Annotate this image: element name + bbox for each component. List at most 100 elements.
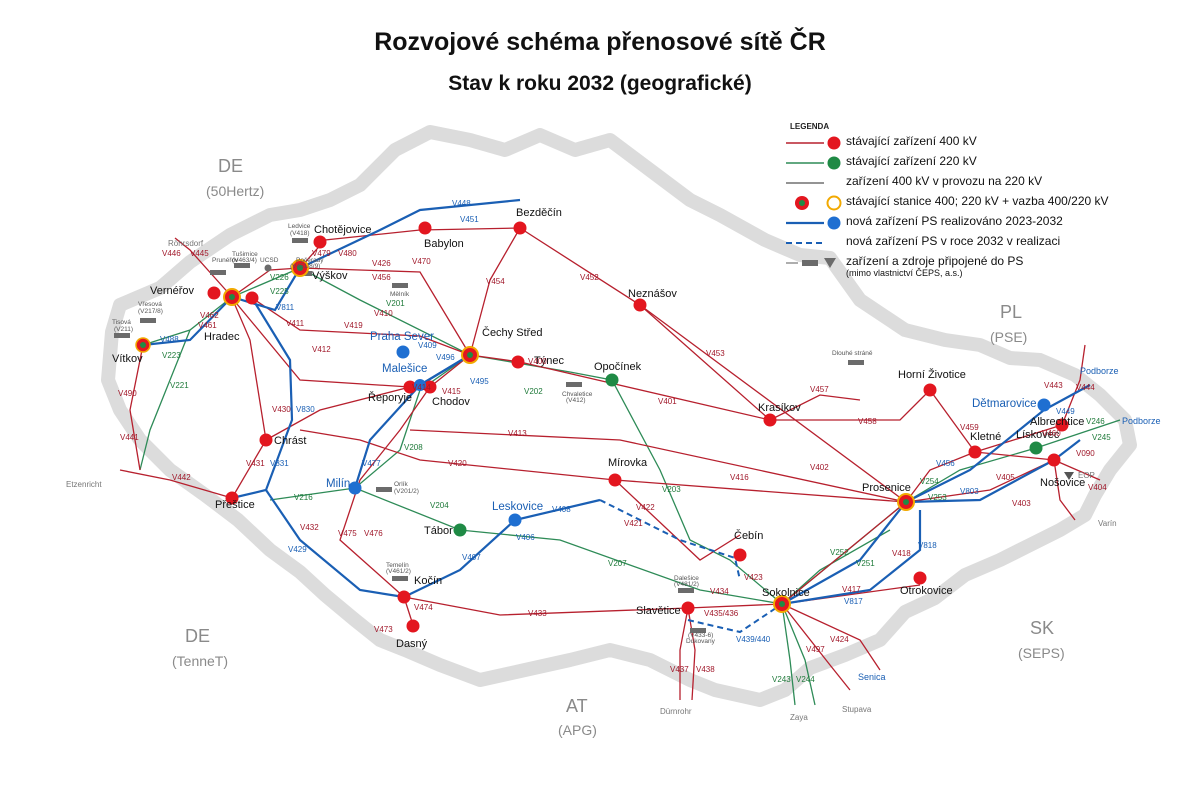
svg-text:Tisová: Tisová — [112, 319, 131, 326]
svg-text:Chrást: Chrást — [274, 435, 306, 447]
svg-text:V473: V473 — [374, 625, 393, 634]
svg-text:EOP: EOP — [1078, 471, 1095, 480]
svg-text:Orlík: Orlík — [394, 481, 408, 488]
legend-text-400kv: stávající zařízení 400 kV — [846, 134, 977, 148]
legend-item-new: nová zařízení PS realizováno 2023-2032 — [784, 214, 1144, 232]
plant-labels: Prunéřov Tušimice (V463/4) Ledvice (V418… — [112, 223, 873, 645]
svg-text:V474: V474 — [414, 603, 433, 612]
svg-text:Prosenice: Prosenice — [862, 482, 911, 494]
svg-text:V457: V457 — [810, 385, 829, 394]
stations-400kv — [207, 221, 1069, 633]
svg-text:V456: V456 — [936, 459, 955, 468]
svg-text:Dukovany: Dukovany — [686, 638, 716, 645]
svg-text:V424: V424 — [830, 635, 849, 644]
lines-in-realization — [599, 499, 783, 634]
legend-symbol-external — [786, 258, 836, 268]
svg-text:Opočínek: Opočínek — [594, 361, 642, 373]
svg-text:Dasný: Dasný — [396, 638, 428, 650]
svg-text:Milín: Milín — [326, 478, 350, 490]
legend-text-external: zařízení a zdroje připojené do PS — [846, 254, 1024, 268]
legend-item-400-on-220: zařízení 400 kV v provozu na 220 kV — [784, 174, 1144, 192]
svg-text:V409: V409 — [418, 341, 437, 350]
svg-text:Lískovec: Lískovec — [1016, 429, 1060, 441]
svg-text:(V461/2): (V461/2) — [386, 568, 411, 575]
svg-text:Bezděčín: Bezděčín — [516, 207, 562, 219]
legend-item-combined-station: stávající stanice 400; 220 kV + vazba 40… — [784, 194, 1144, 212]
svg-text:Mírovka: Mírovka — [608, 457, 648, 469]
svg-text:V411: V411 — [286, 319, 305, 328]
svg-text:V402: V402 — [810, 463, 829, 472]
svg-text:Tušimice: Tušimice — [232, 251, 258, 258]
svg-text:V404: V404 — [1088, 483, 1107, 492]
legend-item-220kv: stávající zařízení 220 kV — [784, 154, 1144, 172]
legend-symbol-in-realization — [786, 242, 824, 244]
svg-text:V451: V451 — [460, 215, 479, 224]
svg-text:Slavětice: Slavětice — [636, 605, 681, 617]
svg-text:V421: V421 — [624, 519, 643, 528]
svg-text:V496: V496 — [436, 353, 455, 362]
country-de-south: DE — [185, 626, 210, 646]
svg-text:V454: V454 — [486, 277, 505, 286]
svg-text:V410: V410 — [374, 309, 393, 318]
page-title: Rozvojové schéma přenosové sítě ČR — [374, 28, 826, 56]
svg-text:V803: V803 — [960, 487, 979, 496]
svg-text:V408: V408 — [552, 505, 571, 514]
country-de-north: DE — [218, 156, 243, 176]
svg-text:UCSD: UCSD — [260, 257, 279, 264]
svg-text:Praha Sever: Praha Sever — [370, 331, 434, 343]
svg-text:Chodov: Chodov — [432, 396, 470, 408]
svg-text:V254: V254 — [920, 477, 939, 486]
svg-text:Temelín: Temelín — [386, 562, 409, 569]
svg-text:Řeporyje: Řeporyje — [368, 391, 412, 404]
station-labels: Vernéřov Hradec Chotějovice Výškov Babyl… — [112, 207, 1085, 650]
svg-text:Babylon: Babylon — [424, 238, 464, 250]
svg-text:V407: V407 — [462, 553, 481, 562]
tso-50hertz: (50Hertz) — [206, 183, 264, 199]
svg-text:Podborze: Podborze — [1122, 416, 1161, 426]
svg-text:V470: V470 — [412, 257, 431, 266]
svg-text:V446: V446 — [162, 249, 181, 258]
svg-text:V426: V426 — [372, 259, 391, 268]
svg-text:V435/436: V435/436 — [704, 609, 739, 618]
svg-text:Výškov: Výškov — [312, 270, 348, 282]
svg-text:Horní Životice: Horní Životice — [898, 368, 966, 381]
svg-text:V252: V252 — [830, 548, 849, 557]
svg-text:V437: V437 — [670, 665, 689, 674]
svg-text:V462: V462 — [200, 311, 219, 320]
svg-text:V405: V405 — [996, 473, 1015, 482]
svg-text:Kočín: Kočín — [414, 575, 442, 587]
legend-text-in-realization: nová zařízení PS v roce 2032 v realizaci — [846, 234, 1061, 248]
svg-text:V480: V480 — [338, 249, 357, 258]
svg-text:V479: V479 — [312, 249, 331, 258]
svg-text:Etzenricht: Etzenricht — [66, 480, 102, 489]
legend-symbol-combined-station — [795, 195, 842, 211]
svg-text:V419: V419 — [344, 321, 363, 330]
external-labels: Röhrsdorf Etzenricht Dürnrohr Zaya Stupa… — [66, 239, 1161, 722]
legend-text-combined-station: stávající stanice 400; 220 kV + vazba 40… — [846, 194, 1109, 208]
svg-text:V414: V414 — [412, 383, 431, 392]
svg-text:V090: V090 — [1076, 449, 1095, 458]
svg-text:V497: V497 — [806, 645, 825, 654]
svg-text:Dalešice: Dalešice — [674, 575, 699, 582]
page-subtitle: Stav k roku 2032 (geografické) — [448, 72, 752, 95]
svg-text:Ledvice: Ledvice — [288, 223, 311, 230]
svg-text:Čebín: Čebín — [734, 529, 763, 542]
svg-text:V433: V433 — [528, 609, 547, 618]
svg-text:V251: V251 — [856, 559, 875, 568]
svg-text:Albrechtice: Albrechtice — [1030, 416, 1084, 428]
svg-text:(V217/8): (V217/8) — [138, 308, 163, 315]
legend-text-new: nová zařízení PS realizováno 2023-2032 — [846, 214, 1063, 228]
svg-text:V456: V456 — [372, 273, 391, 282]
svg-text:V203: V203 — [662, 485, 681, 494]
stations-220kv — [453, 373, 1043, 537]
svg-text:V226: V226 — [270, 273, 289, 282]
svg-text:V475: V475 — [338, 529, 357, 538]
svg-text:(V463/4): (V463/4) — [232, 257, 257, 264]
svg-text:V434: V434 — [710, 587, 729, 596]
svg-text:V830: V830 — [296, 405, 315, 414]
eop-triangle — [1064, 472, 1074, 480]
svg-text:Leskovice: Leskovice — [492, 501, 543, 513]
svg-text:V245: V245 — [1092, 433, 1111, 442]
svg-text:V201: V201 — [386, 299, 405, 308]
